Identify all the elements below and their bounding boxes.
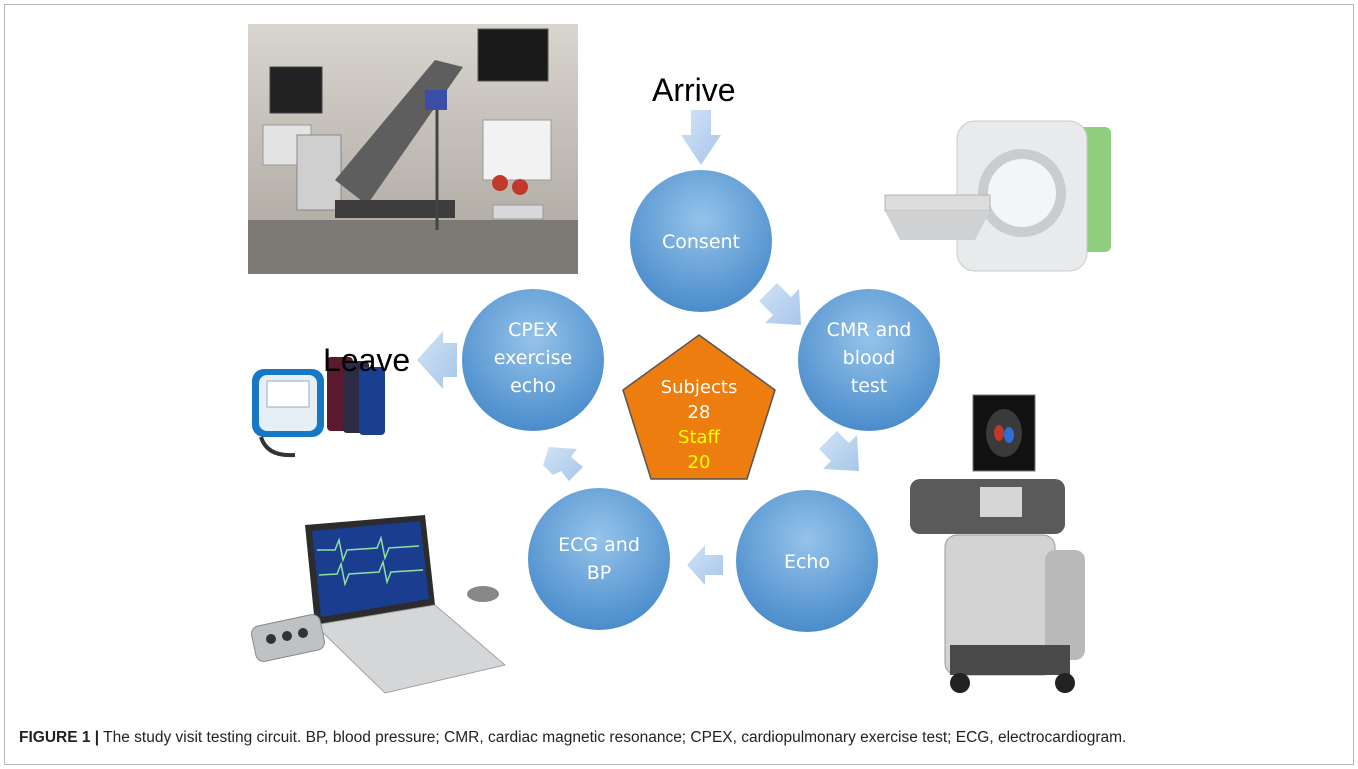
- cmr-to-echo-arrow: [819, 431, 859, 471]
- svg-text:Staff: Staff: [678, 427, 721, 448]
- center-pentagon: Subjects 28 Staff 20: [622, 334, 776, 480]
- flow-arrows: [417, 110, 859, 585]
- svg-text:CMR and: CMR and: [827, 319, 912, 341]
- leave-arrow: [417, 331, 457, 389]
- bp-monitor-photo: [252, 357, 385, 458]
- stage-cmr-line-1: CMR and: [827, 319, 912, 341]
- subjects-label: Subjects: [661, 377, 738, 398]
- consent-to-cmr-arrow: [759, 283, 801, 325]
- svg-text:Consent: Consent: [662, 231, 740, 253]
- svg-text:BP: BP: [587, 562, 612, 584]
- caption-text: The study visit testing circuit. BP, blo…: [103, 729, 1127, 746]
- figure-frame: Consent CMR and blood test Echo ECG and …: [4, 4, 1354, 765]
- stage-ecg-line-1: ECG and: [558, 534, 640, 556]
- staff-count: 20: [688, 452, 711, 473]
- svg-text:28: 28: [688, 402, 711, 423]
- arrive-label: Arrive: [652, 72, 736, 108]
- echo-to-ecg-arrow: [687, 545, 723, 585]
- stage-echo-label: Echo: [784, 551, 830, 573]
- mri-scanner-photo: [875, 113, 1111, 279]
- staff-label: Staff: [678, 427, 721, 448]
- svg-text:Echo: Echo: [784, 551, 830, 573]
- ecg-laptop-photo: [251, 515, 507, 694]
- svg-text:Subjects: Subjects: [661, 377, 738, 398]
- figure-caption: FIGURE 1 | The study visit testing circu…: [19, 729, 1349, 747]
- stage-ecg: ECG and BP: [528, 488, 670, 630]
- cpex-room-photo: [248, 24, 578, 274]
- svg-text:exercise: exercise: [494, 347, 572, 369]
- stage-cpex: CPEX exercise echo: [462, 289, 604, 431]
- stage-echo: Echo: [736, 490, 878, 632]
- stage-cpex-line-3: echo: [510, 375, 556, 397]
- stage-cpex-line-1: CPEX: [508, 319, 558, 341]
- stage-ecg-line-2: BP: [587, 562, 612, 584]
- arrive-arrow: [681, 110, 721, 165]
- svg-text:20: 20: [688, 452, 711, 473]
- stage-cmr-line-2: blood: [843, 347, 896, 369]
- svg-text:echo: echo: [510, 375, 556, 397]
- stage-cmr: CMR and blood test: [798, 289, 940, 431]
- caption-label: FIGURE 1 |: [19, 729, 100, 746]
- leave-label: Leave: [323, 342, 410, 378]
- svg-text:ECG and: ECG and: [558, 534, 640, 556]
- stage-cpex-line-2: exercise: [494, 347, 572, 369]
- ecg-to-cpex-arrow: [543, 447, 583, 481]
- subjects-count: 28: [688, 402, 711, 423]
- ultrasound-machine-photo: [905, 393, 1135, 698]
- stage-consent-label: Consent: [662, 231, 740, 253]
- svg-text:test: test: [851, 375, 888, 397]
- stage-consent: Consent: [630, 170, 772, 312]
- svg-text:CPEX: CPEX: [508, 319, 558, 341]
- svg-text:blood: blood: [843, 347, 896, 369]
- testing-circuit-diagram: Consent CMR and blood test Echo ECG and …: [248, 24, 1135, 698]
- stage-cmr-line-3: test: [851, 375, 888, 397]
